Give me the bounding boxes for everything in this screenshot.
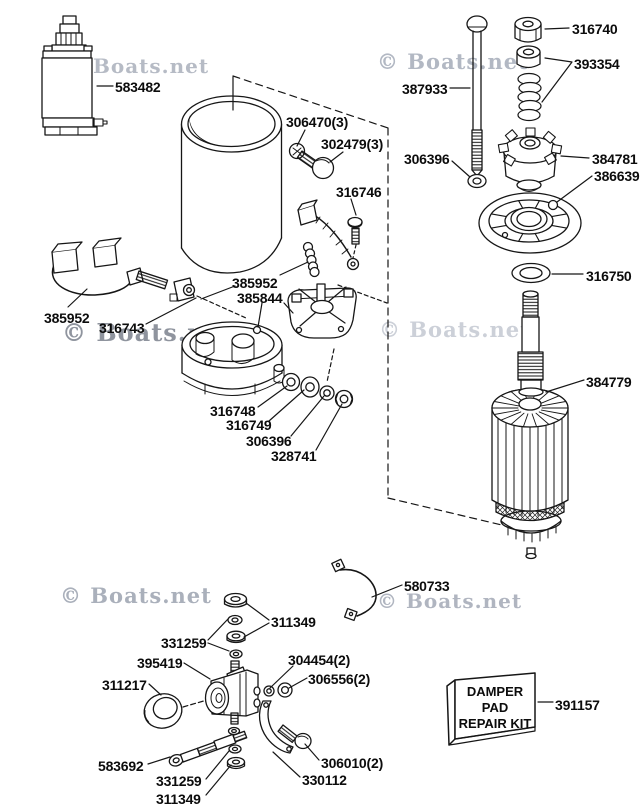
part-label-385952-left: 385952 <box>44 310 90 326</box>
part-label-306010: 306010(2) <box>321 755 384 771</box>
part-label-384779: 384779 <box>586 374 632 390</box>
part-label-583692: 583692 <box>98 758 144 774</box>
part-label-316740: 316740 <box>572 21 618 37</box>
brush-plate-drawing <box>287 283 357 339</box>
part-label-306396-bolt: 306396 <box>404 151 450 167</box>
part-label-330112: 330112 <box>302 772 347 788</box>
part-label-316743: 316743 <box>99 320 145 336</box>
part-label-387933: 387933 <box>402 81 448 97</box>
watermark: © Boats.net <box>377 49 529 74</box>
damper-kit-box-drawing <box>446 672 536 746</box>
pinion-gear-drawing <box>497 127 563 192</box>
solenoid-drawing <box>41 15 108 136</box>
part-label-316749: 316749 <box>226 417 272 433</box>
part-label-580733: 580733 <box>404 578 450 594</box>
part-label-306556: 306556(2) <box>308 671 371 687</box>
part-label-583482: 583482 <box>115 79 161 95</box>
part-label-384781: 384781 <box>592 151 638 167</box>
part-label-311217: 311217 <box>102 677 147 693</box>
watermark: © Boats.net <box>60 583 212 608</box>
watermark: © Boats.net <box>379 317 531 342</box>
part-label-328741: 328741 <box>271 448 317 464</box>
part-label-386639: 386639 <box>594 168 640 184</box>
part-label-316748: 316748 <box>210 403 256 419</box>
damper-kit-label: DAMPER PAD REPAIR KIT <box>452 684 538 732</box>
assembly-dashed-lines <box>182 75 528 708</box>
thru-bolt-drawing <box>466 15 488 189</box>
armature-drawing <box>491 290 569 560</box>
part-label-311349-top: 311349 <box>271 614 316 630</box>
damper-kit-line1: DAMPER <box>466 684 524 699</box>
ground-wire-drawing <box>331 558 377 622</box>
watermark: © Boats.net <box>377 589 523 613</box>
part-label-385952-plate: 385952 <box>232 275 278 291</box>
part-label-302479: 302479(3) <box>321 136 384 152</box>
part-label-391157: 391157 <box>555 697 600 713</box>
part-label-316746: 316746 <box>336 184 382 200</box>
part-label-304454: 304454(2) <box>288 652 351 668</box>
brush-spring-drawing <box>297 199 320 278</box>
part-label-306396-cap: 306396 <box>246 433 292 449</box>
part-label-385844: 385844 <box>237 290 283 306</box>
end-plate-drawing <box>478 192 582 284</box>
leader-lines <box>67 27 593 796</box>
part-label-306470: 306470(3) <box>286 114 349 130</box>
part-label-331259-top: 331259 <box>161 635 207 651</box>
housing-screws-drawing <box>288 142 363 271</box>
pinion-stack-drawing <box>497 16 563 192</box>
damper-kit-line3: REPAIR KIT <box>458 716 532 731</box>
brush-set-drawing <box>51 237 196 302</box>
part-label-395419: 395419 <box>137 655 183 671</box>
mount-assembly-drawing <box>143 592 312 770</box>
end-cap-drawing <box>181 321 354 409</box>
starter-housing-drawing <box>180 95 283 274</box>
damper-kit-line2: PAD <box>481 700 509 715</box>
part-label-393354: 393354 <box>574 56 620 72</box>
part-label-331259-bottom: 331259 <box>156 773 202 789</box>
part-label-316750: 316750 <box>586 268 632 284</box>
part-label-311349-bottom: 311349 <box>156 791 201 807</box>
